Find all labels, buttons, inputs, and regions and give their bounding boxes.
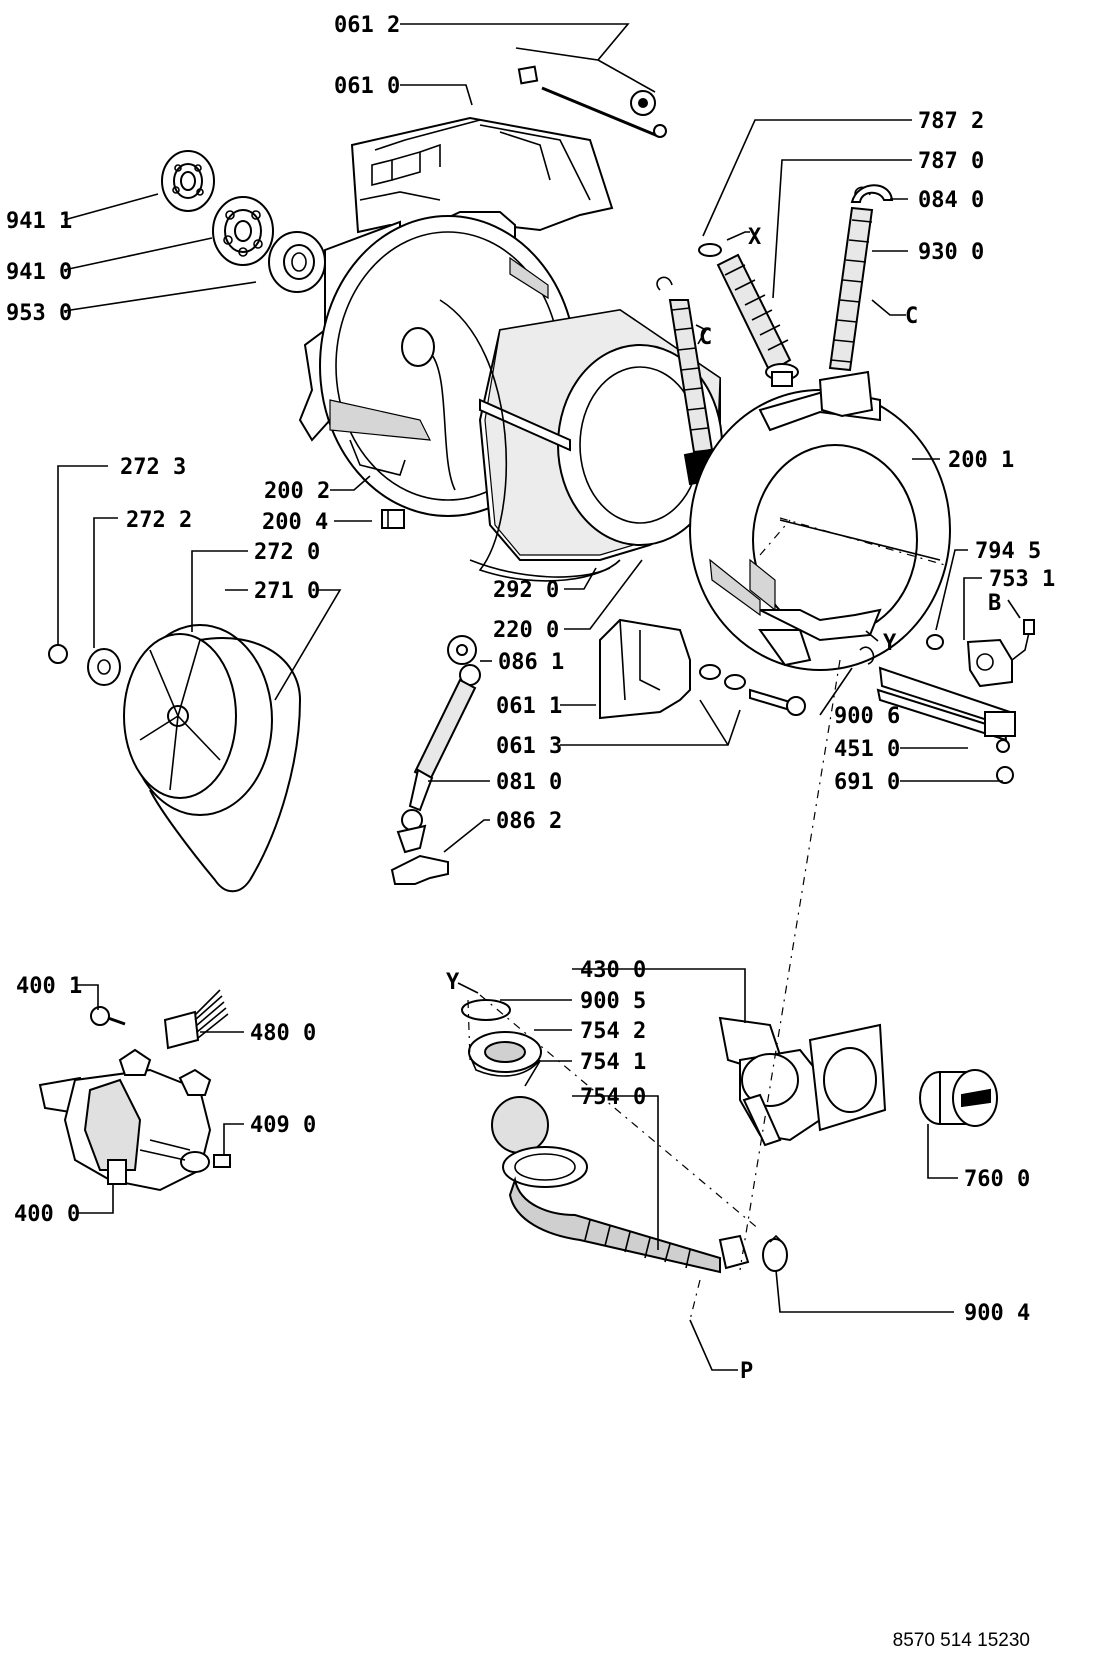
label-084-0: 084 0 [918,188,984,213]
pump-430-0 [718,1016,887,1147]
label-953-0: 953 0 [6,301,72,326]
label-c-middle: C [699,325,712,350]
label-787-0: 787 0 [918,149,984,174]
label-292-0: 292 0 [493,578,559,603]
bearing-941-1 [161,150,215,212]
label-x-upper: X [748,225,761,250]
label-220-0: 220 0 [493,618,559,643]
shock-absorber-081-0 [396,635,481,854]
label-409-0: 409 0 [250,1113,316,1138]
label-p-lower: P [740,1359,753,1384]
washer-272-2 [87,648,121,686]
label-400-1: 400 1 [16,974,82,999]
document-reference-number: 8570 514 15230 [893,1630,1030,1651]
part-061-2-rod [517,65,667,138]
label-451-0: 451 0 [834,737,900,762]
label-930-0: 930 0 [918,240,984,265]
hook-084-0 [850,184,894,203]
seal-ring-292-0 [469,559,611,578]
label-753-1: 753 1 [989,567,1055,592]
label-754-2: 754 2 [580,1019,646,1044]
foot-086-2 [390,854,449,885]
connector-480-0 [163,989,229,1050]
belt-271-0 [149,637,302,893]
label-c-right: C [905,304,918,329]
label-y-lower: Y [446,970,460,995]
nut-691-0 [996,766,1014,784]
drum-220-0 [439,299,723,582]
thermostat-753-1 [966,619,1035,688]
counterweight-061-1 [599,618,691,720]
brush-400-1 [90,1006,126,1026]
label-941-1: 941 1 [6,209,72,234]
ring-900-5 [461,999,511,1021]
part-794-5 [926,634,944,650]
label-900-5: 900 5 [580,989,646,1014]
label-900-4: 900 4 [964,1301,1030,1326]
ball-754-1 [491,1096,549,1154]
label-941-0: 941 0 [6,260,72,285]
label-400-0: 400 0 [14,1202,80,1227]
label-691-0: 691 0 [834,770,900,795]
label-086-1: 086 1 [498,650,564,675]
label-272-2: 272 2 [126,508,192,533]
label-754-0: 754 0 [580,1085,646,1110]
label-200-4: 200 4 [262,510,328,535]
front-tub-200-1 [689,370,951,671]
label-272-3: 272 3 [120,455,186,480]
label-787-2: 787 2 [918,109,984,134]
nut-272-3 [48,644,68,664]
filter-760-0 [919,1069,998,1127]
label-086-2: 086 2 [496,809,562,834]
label-271-0: 271 0 [254,579,320,604]
label-061-3: 061 3 [496,734,562,759]
label-081-0: 081 0 [496,770,562,795]
label-754-1: 754 1 [580,1050,646,1075]
label-900-6: 900 6 [834,704,900,729]
label-061-2: 061 2 [334,13,400,38]
spring-930-0 [828,186,874,372]
bearing-941-0 [212,196,274,266]
label-794-5: 794 5 [975,539,1041,564]
drain-hose-754-0 [502,1146,750,1274]
label-480-0: 480 0 [250,1021,316,1046]
seal-953-0 [268,231,326,293]
label-760-0: 760 0 [964,1167,1030,1192]
label-y-upper: Y [883,631,897,656]
label-430-0: 430 0 [580,958,646,983]
seal-754-2 [468,1031,542,1077]
clip-200-4 [381,509,405,529]
motor-400-0 [38,1048,212,1192]
leader-lines [57,23,1021,1371]
part-labels: 061 2 061 0 941 1 941 0 953 0 787 2 787 … [6,13,1055,1384]
part-061-0-counterweight [350,116,614,234]
part-409-0 [213,1154,231,1168]
heater-451-0 [876,666,1016,753]
label-200-2: 200 2 [264,479,330,504]
label-272-0: 272 0 [254,540,320,565]
hose-787 [698,243,799,387]
label-200-1: 200 1 [948,448,1014,473]
label-b-upper: B [988,591,1001,616]
fixing-kit-061-3 [699,664,806,716]
axis-lines [467,517,946,1321]
label-061-1: 061 1 [496,694,562,719]
pulley-272-0 [123,624,273,816]
clip-900-6 [859,646,875,665]
clamp-900-4 [762,1234,788,1272]
label-061-0: 061 0 [334,74,400,99]
